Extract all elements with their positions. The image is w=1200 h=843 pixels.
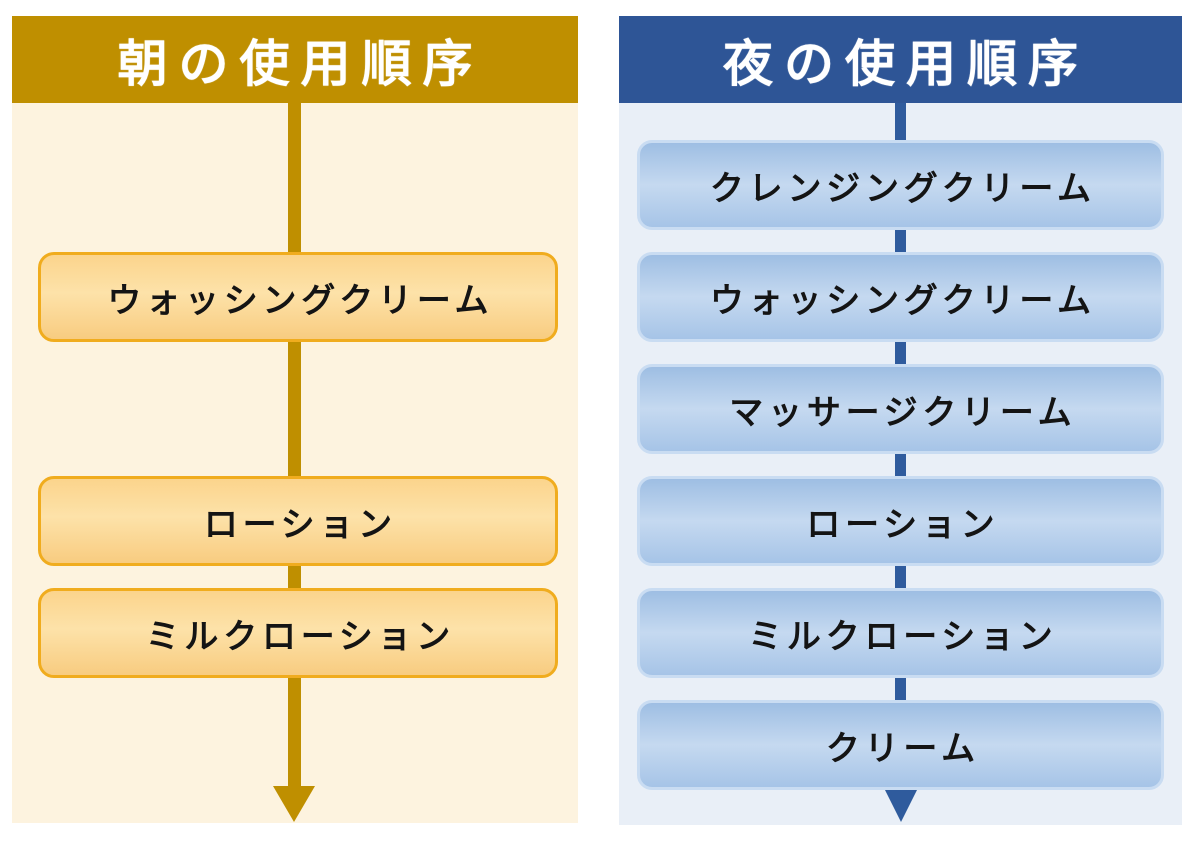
morning-panel-header: 朝の使用順序 — [12, 16, 578, 103]
morning-flow-arrow-line — [288, 103, 301, 788]
night-step-cream: クリーム — [637, 700, 1164, 790]
step-label: ローション — [203, 504, 397, 545]
morning-flow-arrowhead-icon — [273, 786, 315, 822]
night-step-milk-lotion: ミルクローション — [637, 588, 1164, 678]
morning-step-washing-cream: ウォッシングクリーム — [38, 252, 558, 342]
night-flow-arrowhead-icon — [884, 788, 918, 822]
step-label: ミルクローション — [748, 616, 1058, 657]
step-label: クリーム — [825, 728, 980, 769]
night-step-lotion: ローション — [637, 476, 1164, 566]
night-step-massage-cream: マッサージクリーム — [637, 364, 1164, 454]
step-label: ウォッシングクリーム — [107, 280, 494, 321]
morning-step-lotion: ローション — [38, 476, 558, 566]
morning-title: 朝の使用順序 — [117, 34, 484, 93]
night-step-washing-cream: ウォッシングクリーム — [637, 252, 1164, 342]
step-label: マッサージクリーム — [729, 392, 1077, 433]
night-title: 夜の使用順序 — [723, 34, 1089, 93]
step-label: クレンジングクリーム — [709, 168, 1096, 209]
night-step-cleansing-cream: クレンジングクリーム — [637, 140, 1164, 230]
step-label: ミルクローション — [145, 616, 456, 657]
morning-step-milk-lotion: ミルクローション — [38, 588, 558, 678]
step-label: ウォッシングクリーム — [709, 280, 1096, 321]
night-panel-header: 夜の使用順序 — [619, 16, 1182, 103]
step-label: ローション — [806, 504, 1000, 545]
